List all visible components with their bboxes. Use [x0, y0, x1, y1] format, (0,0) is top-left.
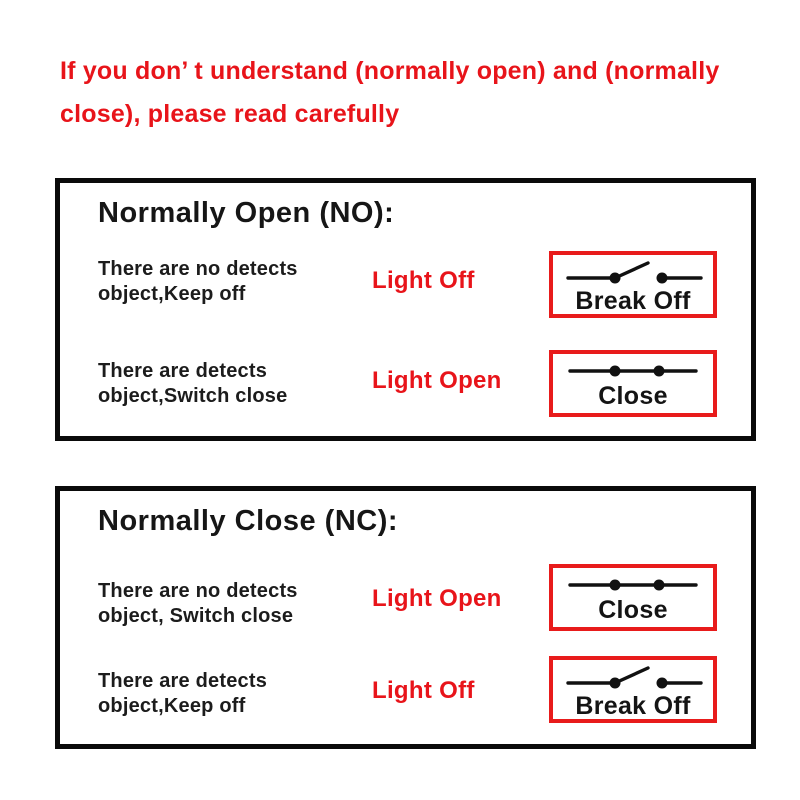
no-row2-switch-box: Close — [549, 350, 717, 417]
warning-heading-line-2: close), please read carefully — [60, 100, 400, 128]
nc-row1-light-status: Light Open — [372, 585, 502, 612]
closed-switch-icon — [568, 579, 698, 590]
warning-heading: If you don’ t understand (normally open)… — [60, 50, 719, 136]
no-row1-light-status: Light Off — [372, 267, 475, 294]
normally-close-panel: Normally Close (NC): There are no detect… — [55, 486, 756, 749]
no-row2-light-status: Light Open — [372, 367, 502, 394]
no-row1-description: There are no detects object,Keep off — [98, 258, 298, 305]
nc-row2-light-status: Light Off — [372, 677, 475, 704]
nc-row2-switch-box: Break Off — [549, 656, 717, 723]
nc-row1-switch-box: Close — [549, 564, 717, 631]
normally-close-title: Normally Close (NC): — [98, 505, 399, 537]
warning-heading-line-1: If you don’ t understand (normally open)… — [60, 57, 720, 85]
normally-open-panel: Normally Open (NO): There are no detects… — [55, 178, 756, 441]
nc-row2-description: There are detects object,Keep off — [98, 670, 268, 717]
closed-switch-icon — [568, 365, 698, 376]
no-row2-switch-label: Close — [598, 381, 668, 410]
open-switch-icon — [566, 260, 703, 283]
nc-row2-switch-label: Break Off — [575, 691, 691, 720]
no-row1-switch-box: Break Off — [549, 251, 717, 318]
normally-open-title: Normally Open (NO): — [98, 197, 395, 229]
no-row2-description: There are detects object,Switch close — [98, 360, 288, 407]
nc-row1-description: There are no detects object, Switch clos… — [98, 580, 298, 627]
no-row1-switch-label: Break Off — [575, 286, 691, 315]
nc-row1-switch-label: Close — [598, 595, 668, 624]
open-switch-icon — [566, 665, 703, 688]
